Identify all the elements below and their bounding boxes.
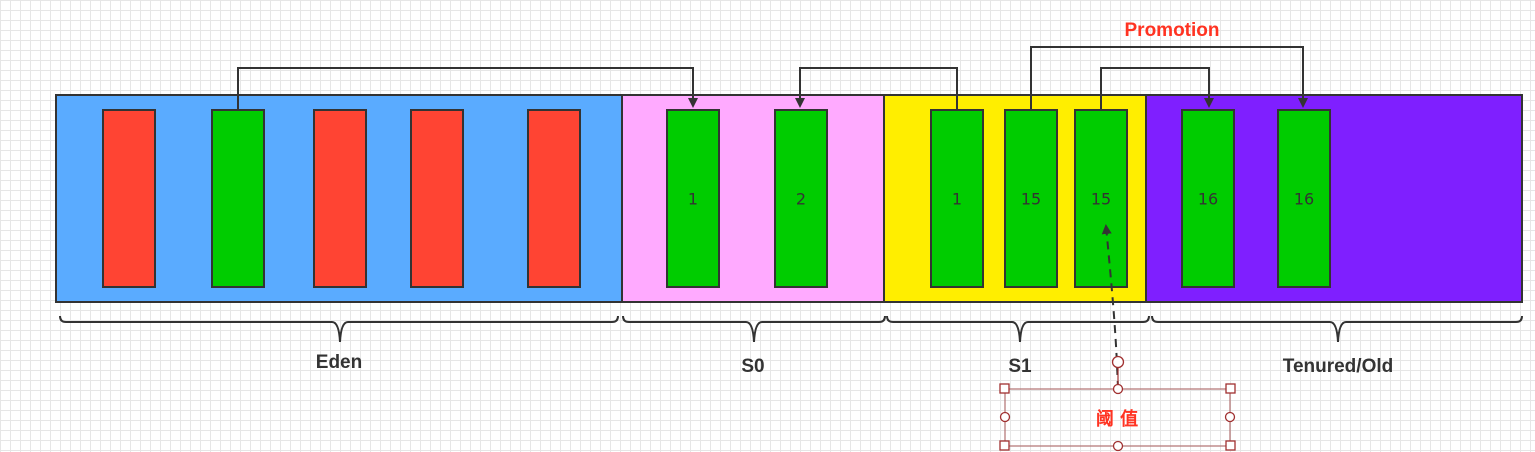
threshold-label: 阈 值 [1096, 408, 1138, 430]
eden-dead-object [102, 109, 156, 288]
s1-live-object [1004, 109, 1058, 288]
tenured-live-object [1181, 109, 1235, 288]
tenured-brace [1151, 315, 1523, 343]
s1-object-age-label: 15 [1021, 190, 1041, 209]
s1-object-age-label: 1 [952, 190, 962, 209]
eden-label: Eden [316, 352, 362, 373]
resize-handle-top-left[interactable] [999, 383, 1010, 394]
eden-to-s0-arrow [237, 67, 698, 110]
eden-dead-object [410, 109, 464, 288]
eden-dead-object [527, 109, 581, 288]
promotion-label: Promotion [1125, 20, 1220, 41]
s1-brace [886, 315, 1150, 343]
resize-handle-bottom-left[interactable] [999, 440, 1010, 451]
s1-to-s0-arrow [795, 67, 958, 110]
resize-handle-bottom-right[interactable] [1225, 440, 1236, 451]
s0-object-age-label: 2 [796, 190, 806, 209]
eden-live-object [211, 109, 265, 288]
s0-region [621, 94, 885, 303]
s1-live-object [1074, 109, 1128, 288]
tenured-label: Tenured/Old [1283, 356, 1393, 377]
connect-handle-top[interactable] [1112, 383, 1124, 395]
s0-label: S0 [741, 356, 764, 377]
promotion-arrow-1 [1030, 46, 1308, 110]
connect-handle-right[interactable] [1224, 411, 1236, 423]
threshold-pointer-arrow [1101, 224, 1119, 390]
eden-brace [59, 315, 619, 343]
eden-dead-object [313, 109, 367, 288]
s1-object-age-label: 15 [1091, 190, 1111, 209]
resize-handle-top-right[interactable] [1225, 383, 1236, 394]
s0-live-object [774, 109, 828, 288]
s1-live-object [930, 109, 984, 288]
promotion-arrow-2 [1100, 67, 1214, 110]
tenured-object-age-label: 16 [1198, 190, 1218, 209]
threshold-callout[interactable]: 阈 值 [999, 224, 1236, 452]
connect-handle-bottom[interactable] [1112, 440, 1124, 452]
s1-label: S1 [1008, 356, 1032, 377]
tenured-object-age-label: 16 [1294, 190, 1314, 209]
s0-object-age-label: 1 [688, 190, 698, 209]
connect-handle-left[interactable] [999, 411, 1011, 423]
s0-live-object [666, 109, 720, 288]
rotate-handle[interactable] [1111, 355, 1125, 369]
objects-layer: 1 2 1 15 15 16 16 [102, 109, 1331, 288]
tenured-live-object [1277, 109, 1331, 288]
s0-brace [622, 315, 886, 343]
